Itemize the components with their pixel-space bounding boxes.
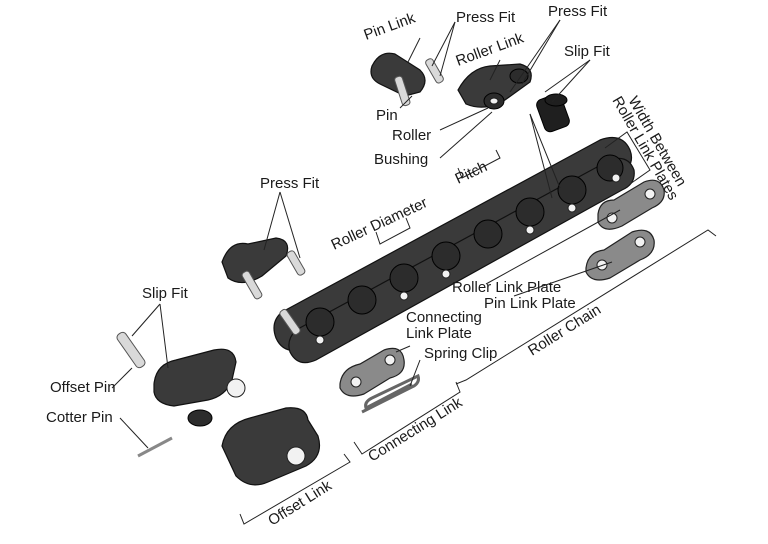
leader-pin-link (407, 37, 421, 63)
label-pin-link: Pin Link (362, 9, 418, 43)
roller-link-part (457, 63, 532, 110)
leader-cotter-pin (119, 417, 149, 449)
chain-pin (441, 269, 451, 279)
press-fit-pin-1 (241, 270, 263, 300)
label-slip-fit-left: Slip Fit (142, 285, 189, 302)
connecting-link-bracket (353, 381, 461, 455)
leader-spring-clip (409, 359, 421, 387)
chain-pin (611, 173, 621, 183)
leader-press-fit-mid (279, 191, 301, 259)
pin-link-plate-shape (370, 52, 426, 97)
label-connecting-link-plate-1: Connecting (406, 309, 482, 326)
chain-roller (431, 241, 461, 271)
label-spring-clip: Spring Clip (424, 345, 497, 362)
bushing-part (536, 93, 570, 133)
leader-pin-link-plate (513, 261, 613, 297)
pin-link-pin-1 (394, 75, 411, 107)
label-pin: Pin (376, 107, 398, 124)
chain-roller (389, 263, 419, 293)
plate-hole (350, 376, 362, 388)
offset-link-lower-plate (221, 407, 321, 486)
leader-pin (399, 95, 413, 109)
pin-link-part (370, 52, 444, 107)
plate-hole (634, 236, 646, 248)
label-offset-link: Offset Link (265, 477, 335, 530)
label-roller: Roller (392, 127, 431, 144)
leader-press-fit-mid (263, 191, 281, 251)
chain-pin (315, 335, 325, 345)
bushing-top (544, 93, 568, 107)
offset-link-parts (116, 331, 321, 486)
leader-press-fit (439, 21, 456, 77)
chain-end-pin (279, 308, 301, 336)
cotter-pin-part (137, 436, 173, 458)
press-fit-link-plate (221, 237, 289, 284)
label-cotter-pin: Cotter Pin (46, 409, 113, 426)
chain-pins (315, 173, 621, 345)
offset-link-bushing (187, 409, 213, 427)
leader-roller-link (489, 59, 501, 81)
main-chain (273, 137, 635, 364)
leader-press-fit (509, 19, 561, 93)
label-press-fit-top-right: Press Fit (548, 3, 608, 20)
chain-roller (347, 285, 377, 315)
leader-bushing (439, 111, 493, 159)
roller-chain-bracket (455, 229, 717, 385)
pitch-bracket (457, 149, 501, 179)
chain-pin (567, 203, 577, 213)
leader-lines (111, 19, 717, 525)
leader-width (529, 113, 561, 189)
label-press-fit-top-left: Press Fit (456, 9, 516, 26)
chain-front-plate (288, 157, 635, 364)
press-fit-link-part (221, 237, 306, 300)
roller-link-roller-2 (509, 68, 529, 84)
leader-press-fit (431, 21, 456, 67)
label-connecting-link-plate-2: Link Plate (406, 325, 472, 342)
leader-roller-link-plate (485, 209, 621, 285)
label-pin-link-plate: Pin Link Plate (484, 295, 576, 312)
leader-roller (439, 107, 489, 131)
leader-connecting-plate (395, 345, 411, 353)
press-fit-pin-2 (286, 250, 306, 276)
roller-hole (489, 97, 499, 105)
leader-slip-fit (551, 59, 591, 103)
roller-diameter-bracket (375, 217, 411, 245)
chain-roller (305, 307, 335, 337)
leader-slip-fit (544, 59, 591, 93)
pin-link-pin-2 (425, 58, 444, 84)
label-bushing: Bushing (374, 151, 428, 168)
chain-roller (473, 219, 503, 249)
label-press-fit-mid: Press Fit (260, 175, 320, 192)
label-slip-fit-top: Slip Fit (564, 43, 611, 60)
width-bracket (604, 131, 651, 185)
plate-hole (384, 354, 396, 366)
chain-pin (399, 291, 409, 301)
offset-pin-part (116, 331, 146, 369)
leader-width (529, 113, 553, 199)
offset-link-hole (286, 446, 306, 466)
leader-slip-fit-left (131, 303, 161, 337)
leader-offset-pin (111, 367, 133, 389)
chain-roller (557, 175, 587, 205)
label-pitch: Pitch (453, 158, 490, 188)
chain-pin (525, 225, 535, 235)
connecting-link-parts (339, 347, 420, 414)
pin-link-plate-part (585, 229, 655, 281)
chain-rollers (305, 154, 624, 337)
offset-link-hole (226, 378, 246, 398)
chain-roller (515, 197, 545, 227)
leader-press-fit (521, 19, 561, 85)
offset-link-bracket (239, 453, 351, 525)
label-offset-pin: Offset Pin (50, 379, 116, 396)
plate-hole (644, 188, 656, 200)
spring-clip-part (361, 373, 420, 414)
label-roller-link-plate: Roller Link Plate (452, 279, 561, 296)
leader-slip-fit-left (159, 303, 169, 369)
